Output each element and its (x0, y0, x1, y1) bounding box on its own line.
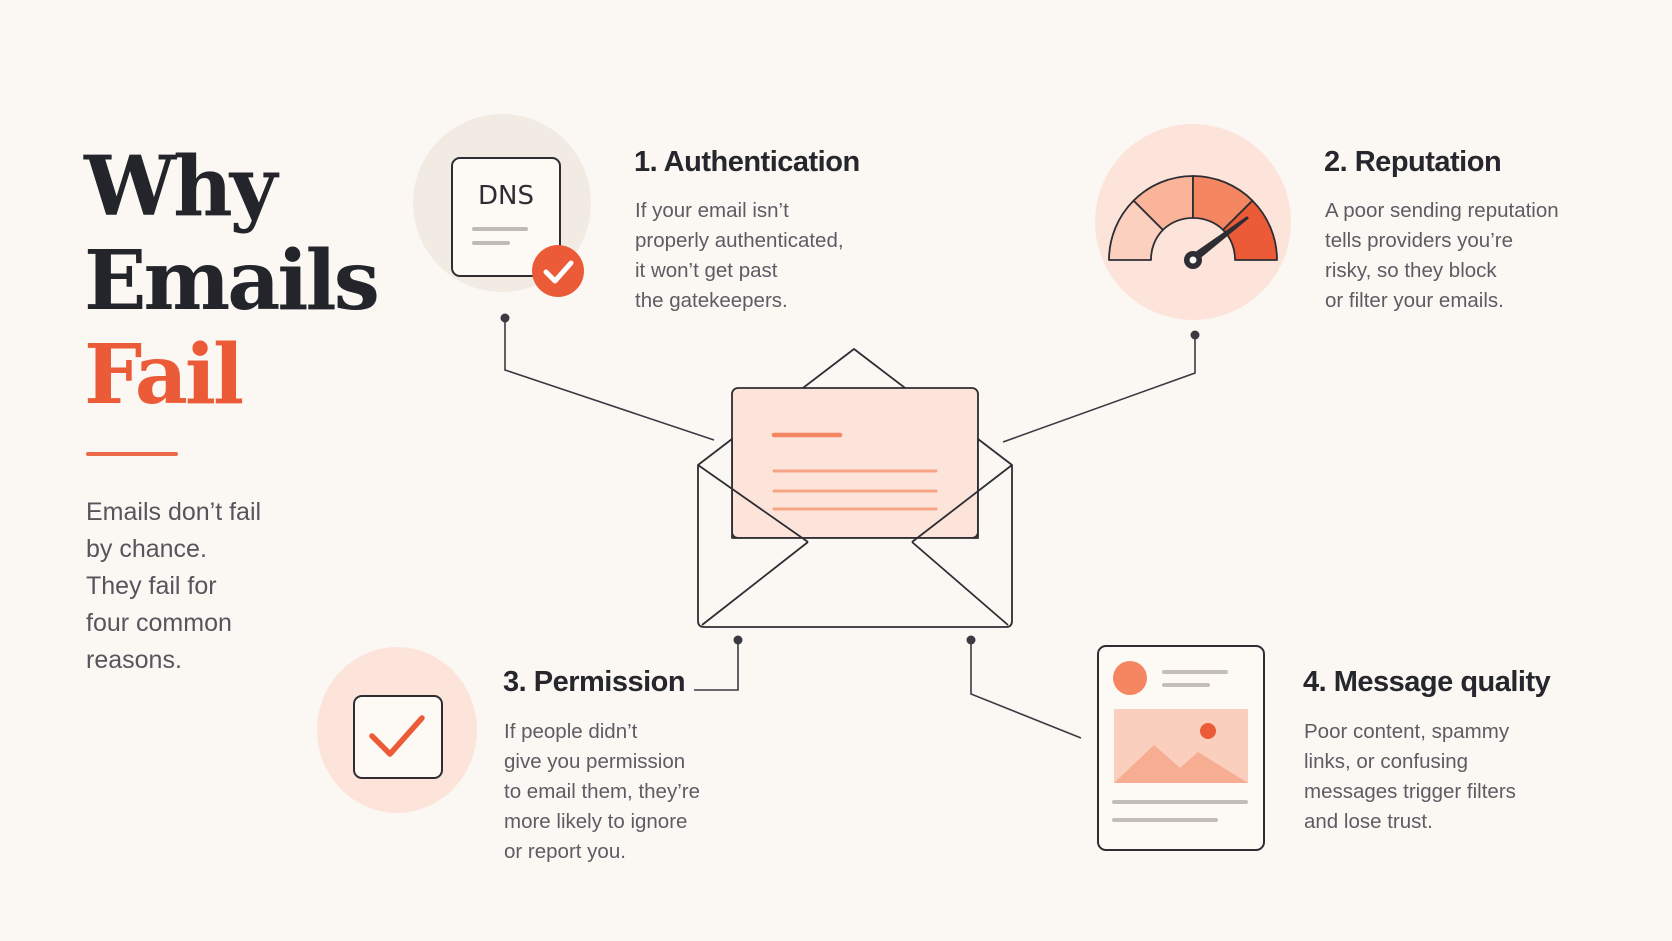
desc-line: messages trigger filters (1304, 780, 1516, 803)
intro-line: Emails don’t fail (86, 498, 262, 526)
title-line-why: Why (84, 139, 277, 235)
reason-authentication-desc: If your email isn’t properly authenticat… (635, 196, 844, 316)
checkmark-badge-icon (532, 245, 584, 297)
intro-line: They fail for (86, 572, 217, 600)
reason-permission-desc: If people didn’t give you permission to … (504, 717, 700, 867)
desc-line: risky, so they block (1325, 259, 1497, 282)
dns-label: DNS (478, 181, 534, 211)
desc-line: the gatekeepers. (635, 289, 788, 312)
reason-authentication-title: 1. Authentication (634, 146, 860, 178)
envelope-diagonal-right (911, 541, 1009, 626)
reason-reputation-title: 2. Reputation (1324, 146, 1502, 178)
desc-line: Poor content, spammy (1304, 720, 1510, 743)
envelope-diagonal-left (701, 541, 809, 626)
reason-reputation-desc: A poor sending reputation tells provider… (1325, 196, 1559, 316)
connector-dot-reputation (1190, 330, 1200, 340)
desc-line: it won’t get past (635, 259, 778, 282)
speedometer-gauge-icon (1108, 175, 1278, 269)
intro-line: by chance. (86, 535, 207, 563)
connector-permission (694, 640, 739, 691)
desc-line: A poor sending reputation (1325, 199, 1559, 222)
envelope-side-left (697, 464, 809, 543)
desc-line: or report you. (504, 840, 626, 863)
checkbox-icon (353, 695, 443, 779)
reason-message-quality-desc: Poor content, spammy links, or confusing… (1304, 717, 1516, 837)
connector-dot-message-quality (966, 635, 976, 645)
envelope-icon (697, 348, 1013, 628)
connector-dot-permission (733, 635, 743, 645)
page-title: Why Emails Fail (84, 139, 380, 423)
connector-authentication (504, 318, 715, 441)
desc-line: more likely to ignore (504, 810, 688, 833)
desc-line: links, or confusing (1304, 750, 1469, 773)
title-line-fail: Fail (84, 327, 244, 423)
reason-permission-title: 3. Permission (503, 666, 686, 698)
title-line-emails: Emails (84, 233, 380, 329)
envelope-body (697, 438, 1013, 628)
intro-text: Emails don’t fail by chance. They fail f… (86, 494, 316, 679)
gauge-segment-max (1222, 199, 1278, 261)
email-preview-card-icon (1097, 645, 1265, 851)
desc-line: tells providers you’re (1325, 229, 1513, 252)
desc-line: If your email isn’t (635, 199, 789, 222)
desc-line: to email them, they’re (504, 780, 700, 803)
title-underline (86, 452, 178, 456)
desc-line: properly authenticated, (635, 229, 844, 252)
desc-line: give you permission (504, 750, 686, 773)
connector-message-quality (970, 640, 1082, 739)
desc-line: If people didn’t (504, 720, 638, 743)
intro-line: reasons. (86, 646, 182, 674)
envelope-side-right (911, 464, 1013, 543)
connector-dot-authentication (500, 313, 510, 323)
desc-line: and lose trust. (1304, 810, 1433, 833)
desc-line: or filter your emails. (1325, 289, 1504, 312)
connector-reputation (1002, 335, 1196, 443)
dns-document-icon: DNS (451, 157, 561, 277)
reason-message-quality-title: 4. Message quality (1303, 666, 1551, 698)
intro-line: four common (86, 609, 232, 637)
